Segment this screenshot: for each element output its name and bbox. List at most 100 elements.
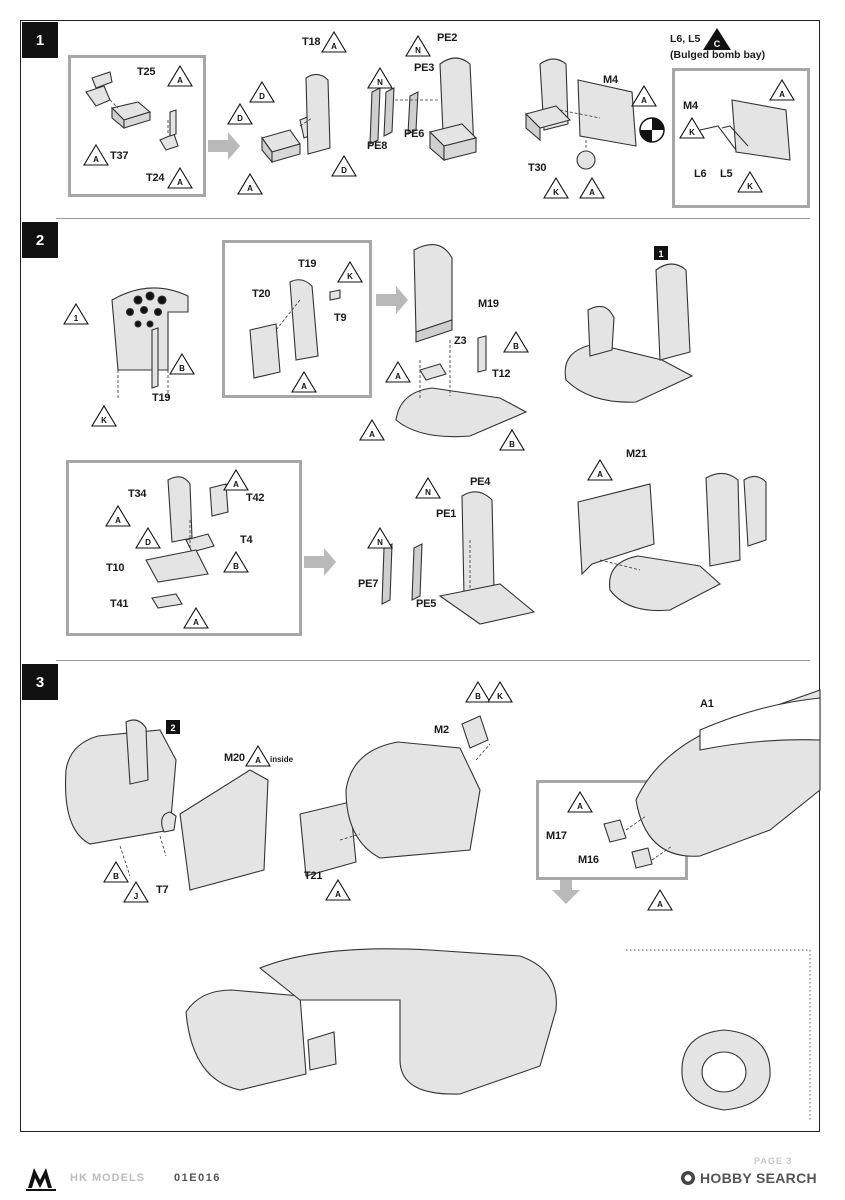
svg-text:K: K — [101, 416, 107, 425]
part-label: T21 — [304, 870, 323, 882]
svg-text:B: B — [509, 440, 515, 449]
reference-box-label: 2 — [170, 723, 175, 733]
reference-box — [654, 246, 668, 260]
part-label: T20 — [252, 288, 271, 300]
svg-text:A: A — [577, 802, 583, 811]
part-label: T25 — [137, 66, 156, 78]
svg-text:N: N — [377, 78, 383, 87]
option-description: (Bulged bomb bay) — [670, 49, 766, 61]
page-ghost: PAGE 3 — [754, 1156, 793, 1166]
svg-text:A: A — [247, 184, 253, 193]
svg-text:N: N — [377, 538, 383, 547]
svg-text:A: A — [193, 618, 199, 627]
process-arrow-icon — [304, 286, 408, 576]
svg-text:A: A — [395, 372, 401, 381]
option-circle-icon — [639, 117, 665, 143]
process-arrow-icon — [552, 880, 580, 904]
svg-text:C: C — [714, 39, 721, 49]
part-label: Z3 — [454, 335, 467, 347]
part-label: M2 — [434, 724, 449, 736]
part-label: PE7 — [358, 578, 379, 590]
svg-text:B: B — [179, 364, 185, 373]
svg-text:K: K — [347, 272, 353, 281]
svg-text:A: A — [589, 188, 595, 197]
part-label: PE1 — [436, 508, 457, 520]
part-label: T18 — [302, 36, 321, 48]
svg-text:A: A — [177, 76, 183, 85]
watermark-logo-icon — [681, 1171, 695, 1185]
svg-text:J: J — [134, 892, 138, 901]
svg-text:A: A — [301, 382, 307, 391]
subassembly-box — [222, 240, 372, 398]
step-number-3: 3 — [22, 664, 58, 700]
step-divider — [56, 660, 810, 661]
svg-text:B: B — [475, 692, 481, 701]
part-label: M17 — [546, 830, 567, 842]
svg-text:A: A — [369, 430, 375, 439]
svg-text:D: D — [341, 166, 347, 175]
part-label: M21 — [626, 448, 647, 460]
product-code: 01E016 — [174, 1172, 221, 1184]
svg-text:D: D — [237, 114, 243, 123]
part-label: T24 — [146, 172, 165, 184]
svg-text:K: K — [689, 128, 695, 137]
svg-text:B: B — [233, 562, 239, 571]
part-label: L6 — [694, 168, 707, 180]
step-number-1: 1 — [22, 22, 58, 58]
part-label: PE6 — [404, 128, 425, 140]
svg-text:K: K — [497, 692, 503, 701]
reference-box-label: 1 — [658, 249, 663, 259]
part-label: T41 — [110, 598, 129, 610]
svg-text:A: A — [779, 90, 785, 99]
part-label: M19 — [478, 298, 499, 310]
option-note: L6, L5 — [670, 33, 701, 45]
triangle-callout-icon — [703, 28, 731, 50]
svg-text:N: N — [415, 46, 421, 55]
part-label: PE4 — [470, 476, 491, 488]
part-label: T19 — [152, 392, 171, 404]
option-box — [672, 68, 810, 208]
part-label: PE8 — [367, 140, 388, 152]
svg-text:A: A — [331, 42, 337, 51]
svg-text:A: A — [255, 756, 261, 765]
part-label: T10 — [106, 562, 125, 574]
part-label: T12 — [492, 368, 511, 380]
subassembly-box — [68, 55, 206, 197]
watermark: HOBBY SEARCH — [700, 1170, 817, 1186]
part-label: T7 — [156, 884, 169, 896]
svg-text:A: A — [641, 96, 647, 105]
triangle-callout-icon — [103, 680, 673, 911]
part-label: T19 — [298, 258, 317, 270]
part-label: T4 — [240, 534, 253, 546]
part-label: T37 — [110, 150, 129, 162]
part-label: M4 — [603, 74, 618, 86]
svg-text:K: K — [553, 188, 559, 197]
svg-text:A: A — [115, 516, 121, 525]
part-label: M16 — [578, 854, 599, 866]
part-label: L5 — [720, 168, 733, 180]
part-label: T9 — [334, 312, 347, 324]
page-frame — [20, 20, 820, 1132]
svg-text:A: A — [93, 155, 99, 164]
svg-text:A: A — [597, 470, 603, 479]
part-label: PE3 — [414, 62, 435, 74]
svg-text:A: A — [177, 178, 183, 187]
step-divider — [56, 218, 810, 219]
svg-text:1: 1 — [74, 314, 79, 323]
part-label: T42 — [246, 492, 265, 504]
footer: HK MODELS 01E016 PAGE 3 HOBBY SEARCH — [0, 1150, 845, 1200]
part-label: T30 — [528, 162, 547, 174]
logo-icon — [26, 1168, 56, 1191]
inset-guide — [626, 949, 811, 1120]
process-arrow-icon — [208, 132, 240, 160]
part-label: T34 — [128, 488, 147, 500]
step-number-2: 2 — [22, 222, 58, 258]
triangle-callout-icon — [83, 30, 795, 199]
inside-note: inside — [270, 755, 294, 764]
reference-box — [166, 720, 180, 734]
svg-text:A: A — [335, 890, 341, 899]
